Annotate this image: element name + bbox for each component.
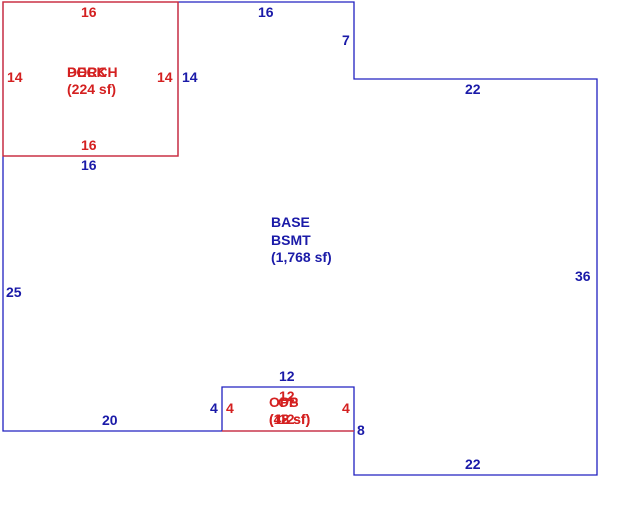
base-label-line1: BASE	[271, 214, 310, 230]
op-label: OP	[278, 394, 298, 410]
porch-dim-top: 12	[279, 388, 295, 404]
deck-label: DECK	[67, 64, 107, 80]
porch-dim-right: 4	[342, 400, 350, 416]
dim-step-left: 4	[210, 400, 218, 416]
base-label-line2: BSMT	[271, 232, 311, 248]
ops-label: OPS	[269, 394, 299, 410]
deck-dim-top: 16	[81, 4, 97, 20]
deck-dim-right: 14	[157, 69, 173, 85]
dim-deck-bottom-outer: 16	[81, 157, 97, 173]
dim-right: 36	[575, 268, 591, 284]
porch-label: PORCH	[67, 64, 118, 80]
dim-top-left: 16	[258, 4, 274, 20]
dim-top-right: 22	[465, 81, 481, 97]
deck-area-label: (224 sf)	[67, 81, 116, 97]
base-area-label: (1,768 sf)	[271, 249, 332, 265]
dim-bottom-right: 22	[465, 456, 481, 472]
deck-outline	[2, 1, 179, 157]
ops-area-label: (48 sf)	[269, 411, 310, 427]
dim-left: 25	[6, 284, 22, 300]
deck-dim-left: 14	[7, 69, 23, 85]
dim-step-right: 8	[357, 422, 365, 438]
dim-notch-drop: 7	[342, 32, 350, 48]
deck-dim-bottom: 16	[81, 137, 97, 153]
dim-porch-top-outer: 12	[279, 368, 295, 384]
dim-bottom-left: 20	[102, 412, 118, 428]
op-area-label: (12 sf)	[269, 411, 310, 427]
porch-dim-left: 4	[226, 400, 234, 416]
dim-deck-right-outer: 14	[182, 69, 198, 85]
porch-outline-shared	[221, 386, 355, 431]
base-basement-outline	[2, 1, 598, 476]
porch-dim-bottom: 12	[279, 411, 295, 427]
